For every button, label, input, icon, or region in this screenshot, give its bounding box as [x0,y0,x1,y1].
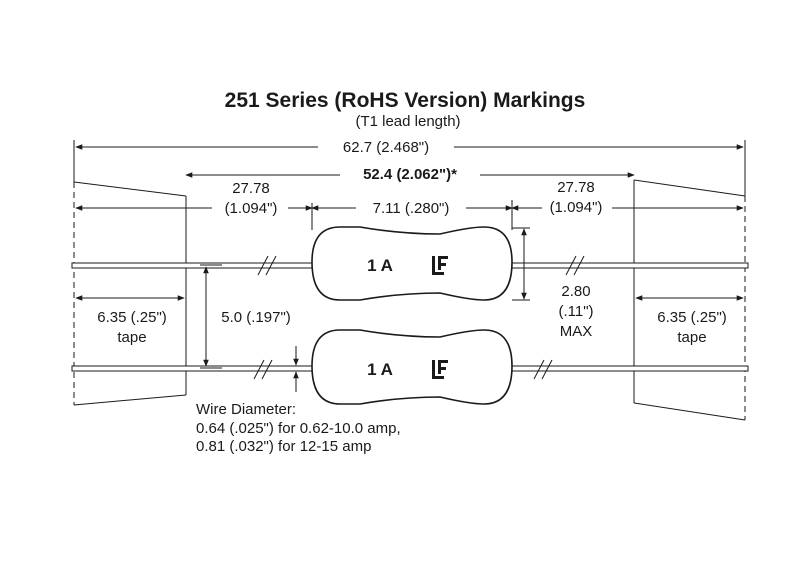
pitch-label: 5.0 (.197") [221,309,291,326]
body-spacing-label: 52.4 (2.062")* [363,166,457,183]
littelfuse-logo-icon-2 [432,360,448,379]
left-tape-label: tape [117,329,146,346]
fuse-body-bottom: 1 A [311,329,513,405]
right-tape-label: tape [677,329,706,346]
overall-length-label: 62.7 (2.468") [343,139,429,156]
fuse-rating-marking-2: 1 A [367,360,393,379]
wire-note-line-1: 0.64 (.025") for 0.62-10.0 amp, [196,420,401,437]
wire-note-line-2: 0.81 (.032") for 12-15 amp [196,438,371,455]
body-diameter-max: MAX [560,323,593,340]
left-lead-length-inches: (1.094") [225,200,278,217]
right-tape-outline [633,140,746,421]
top-lead-wire [71,255,749,276]
left-tape-outline [73,140,187,406]
left-tape-width-label: 6.35 (.25") [97,309,167,326]
body-diameter-inches: (.11") [558,303,593,320]
bottom-lead-wire [71,359,749,380]
body-diameter-value: 2.80 [561,283,590,300]
left-lead-length-value: 27.78 [232,180,270,197]
fuse-rating-marking: 1 A [367,256,393,275]
littelfuse-logo-icon [432,256,448,275]
right-lead-length-inches: (1.094") [550,199,603,216]
wire-note-heading: Wire Diameter: [196,401,296,418]
diagram-subtitle: (T1 lead length) [355,113,460,130]
body-length-label: 7.11 (.280") [373,200,450,217]
right-lead-length-value: 27.78 [557,179,595,196]
fuse-body-top: 1 A [311,226,513,301]
right-tape-width-label: 6.35 (.25") [657,309,727,326]
diagram-title: 251 Series (RoHS Version) Markings [225,89,586,112]
